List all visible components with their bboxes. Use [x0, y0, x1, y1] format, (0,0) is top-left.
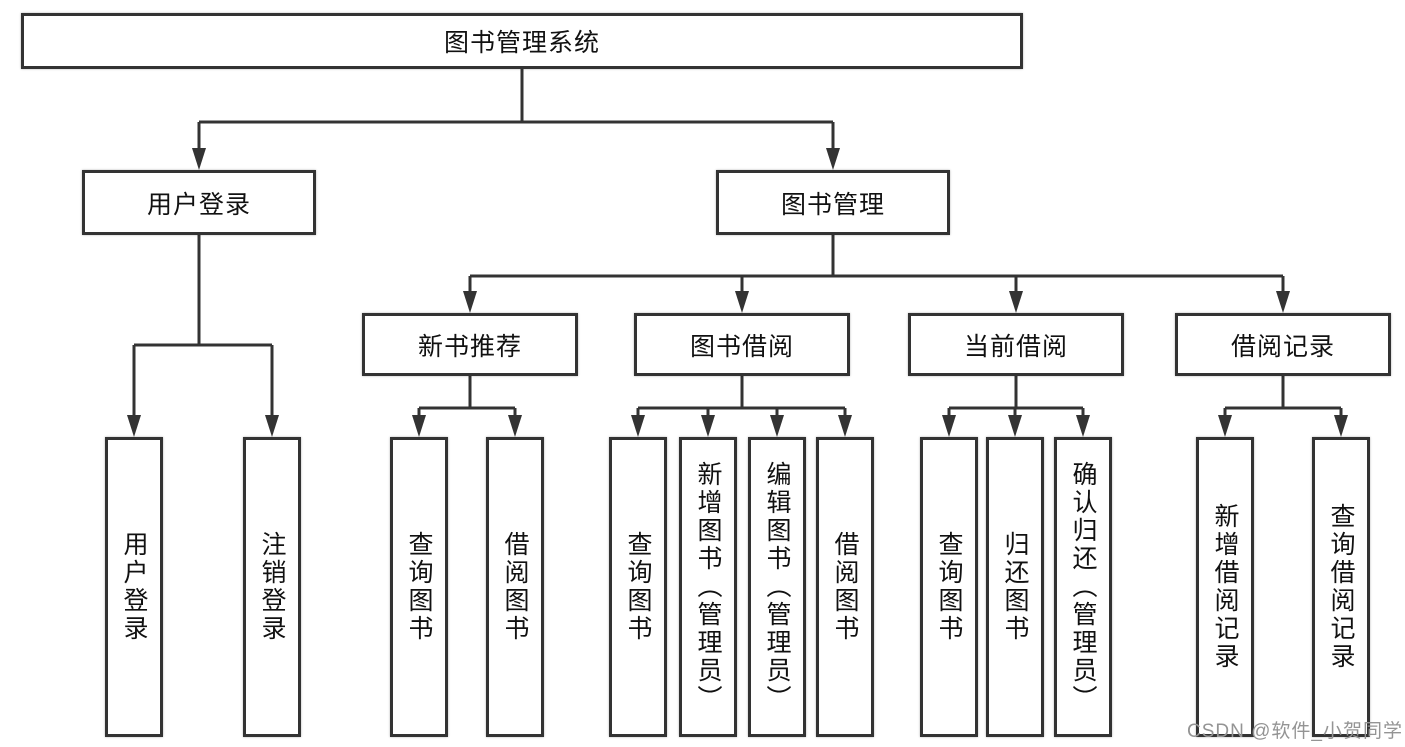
node-new-book-recommendation: 新书推荐	[362, 313, 578, 376]
node-current-borrowing: 当前借阅	[908, 313, 1124, 376]
leaf-query-borrow-record: 查询借阅记录	[1312, 437, 1370, 737]
leaf-add-borrow-record: 新增借阅记录	[1196, 437, 1254, 737]
node-book-borrowing: 图书借阅	[634, 313, 850, 376]
edge-root-to-level1	[197, 69, 835, 150]
leaf-borrow-books-recommend: 借阅图书	[486, 437, 544, 737]
arrowhead	[701, 415, 715, 437]
arrowhead	[265, 415, 279, 437]
leaf-logout: 注销登录	[243, 437, 301, 737]
node-borrowing-records: 借阅记录	[1175, 313, 1391, 376]
leaf-add-book-admin: 新增图书（管理员）	[679, 437, 737, 737]
edge-bookborrow-to-leaves	[636, 376, 847, 417]
arrowhead	[463, 291, 477, 313]
leaf-edit-book-admin: 编辑图书（管理员）	[748, 437, 806, 737]
leaf-confirm-return-admin: 确认归还（管理员）	[1054, 437, 1112, 737]
edge-bookmgmt-to-level2	[468, 235, 1285, 293]
edge-newbookrec-to-leaves	[417, 376, 517, 417]
arrowhead	[1008, 415, 1022, 437]
arrowhead	[1076, 415, 1090, 437]
edge-borrowrecords-to-leaves	[1223, 376, 1343, 417]
arrowhead	[127, 415, 141, 437]
leaf-return-book: 归还图书	[986, 437, 1044, 737]
arrowhead	[412, 415, 426, 437]
csdn-watermark: CSDN @软件_小贺同学	[1187, 721, 1403, 742]
leaf-query-books-recommend: 查询图书	[390, 437, 448, 737]
node-root-system: 图书管理系统	[21, 13, 1023, 69]
leaf-query-books-borrow: 查询图书	[609, 437, 667, 737]
leaf-borrow-books: 借阅图书	[816, 437, 874, 737]
arrowheads	[127, 148, 1348, 437]
arrowhead	[1334, 415, 1348, 437]
arrowhead	[838, 415, 852, 437]
arrowhead	[770, 415, 784, 437]
arrowhead	[508, 415, 522, 437]
edge-currentborrow-to-leaves	[947, 376, 1085, 417]
node-user-login: 用户登录	[82, 170, 316, 235]
arrowhead	[1276, 291, 1290, 313]
arrowhead	[1218, 415, 1232, 437]
leaf-user-login: 用户登录	[105, 437, 163, 737]
arrowhead	[192, 148, 206, 170]
arrowhead	[826, 148, 840, 170]
edge-userlogin-to-leaves	[132, 235, 274, 417]
node-book-management: 图书管理	[716, 170, 950, 235]
leaf-query-books-current: 查询图书	[920, 437, 978, 737]
arrowhead	[1009, 291, 1023, 313]
arrowhead	[942, 415, 956, 437]
arrowhead	[631, 415, 645, 437]
arrowhead	[735, 291, 749, 313]
